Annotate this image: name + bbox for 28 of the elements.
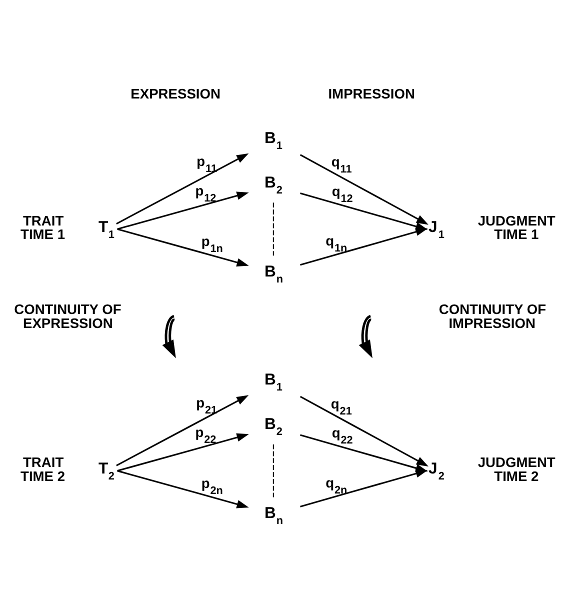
edge-label: p$_{1n}$ <box>201 233 223 256</box>
label: CONTINUITY OF EXPRESSION <box>14 301 122 332</box>
node-label: JUDGMENT TIME 1 <box>478 212 556 242</box>
edge-label: q$_{2n}$ <box>326 474 348 496</box>
edge-label: q$_{21}$ <box>330 395 352 418</box>
node-label: TRAIT TIME 2 <box>20 454 66 484</box>
label: EXPRESSION <box>130 85 220 102</box>
node-text: B$_{2}$ <box>264 174 282 196</box>
node-text: B$_{n}$ <box>264 263 284 286</box>
node-text: B$_{2}$ <box>264 416 282 438</box>
label: CONTINUITY OF IMPRESSION <box>438 301 546 332</box>
label: IMPRESSION <box>328 85 415 102</box>
node-text: B$_{n}$ <box>264 505 284 528</box>
edge-label: q$_{22}$ <box>332 424 353 447</box>
edge-label: q$_{12}$ <box>332 182 353 205</box>
node-text: T$_{2}$ <box>98 460 114 483</box>
edge-label: p$_{12}$ <box>195 182 216 204</box>
node-text: B$_{1}$ <box>264 130 282 152</box>
edge-label: p$_{2n}$ <box>201 474 223 497</box>
edge-label: p$_{22}$ <box>195 424 216 446</box>
node-text: J$_{2}$ <box>428 460 444 483</box>
node-text: J$_{1}$ <box>428 218 444 241</box>
edge-label: q$_{11}$ <box>331 154 352 176</box>
node-label: TRAIT TIME 1 <box>20 212 66 242</box>
node-text: B$_{1}$ <box>264 372 282 394</box>
node-text: T$_{1}$ <box>98 218 114 241</box>
edge-label: q$_{1n}$ <box>326 232 348 255</box>
node-label: JUDGMENT TIME 2 <box>478 454 556 484</box>
